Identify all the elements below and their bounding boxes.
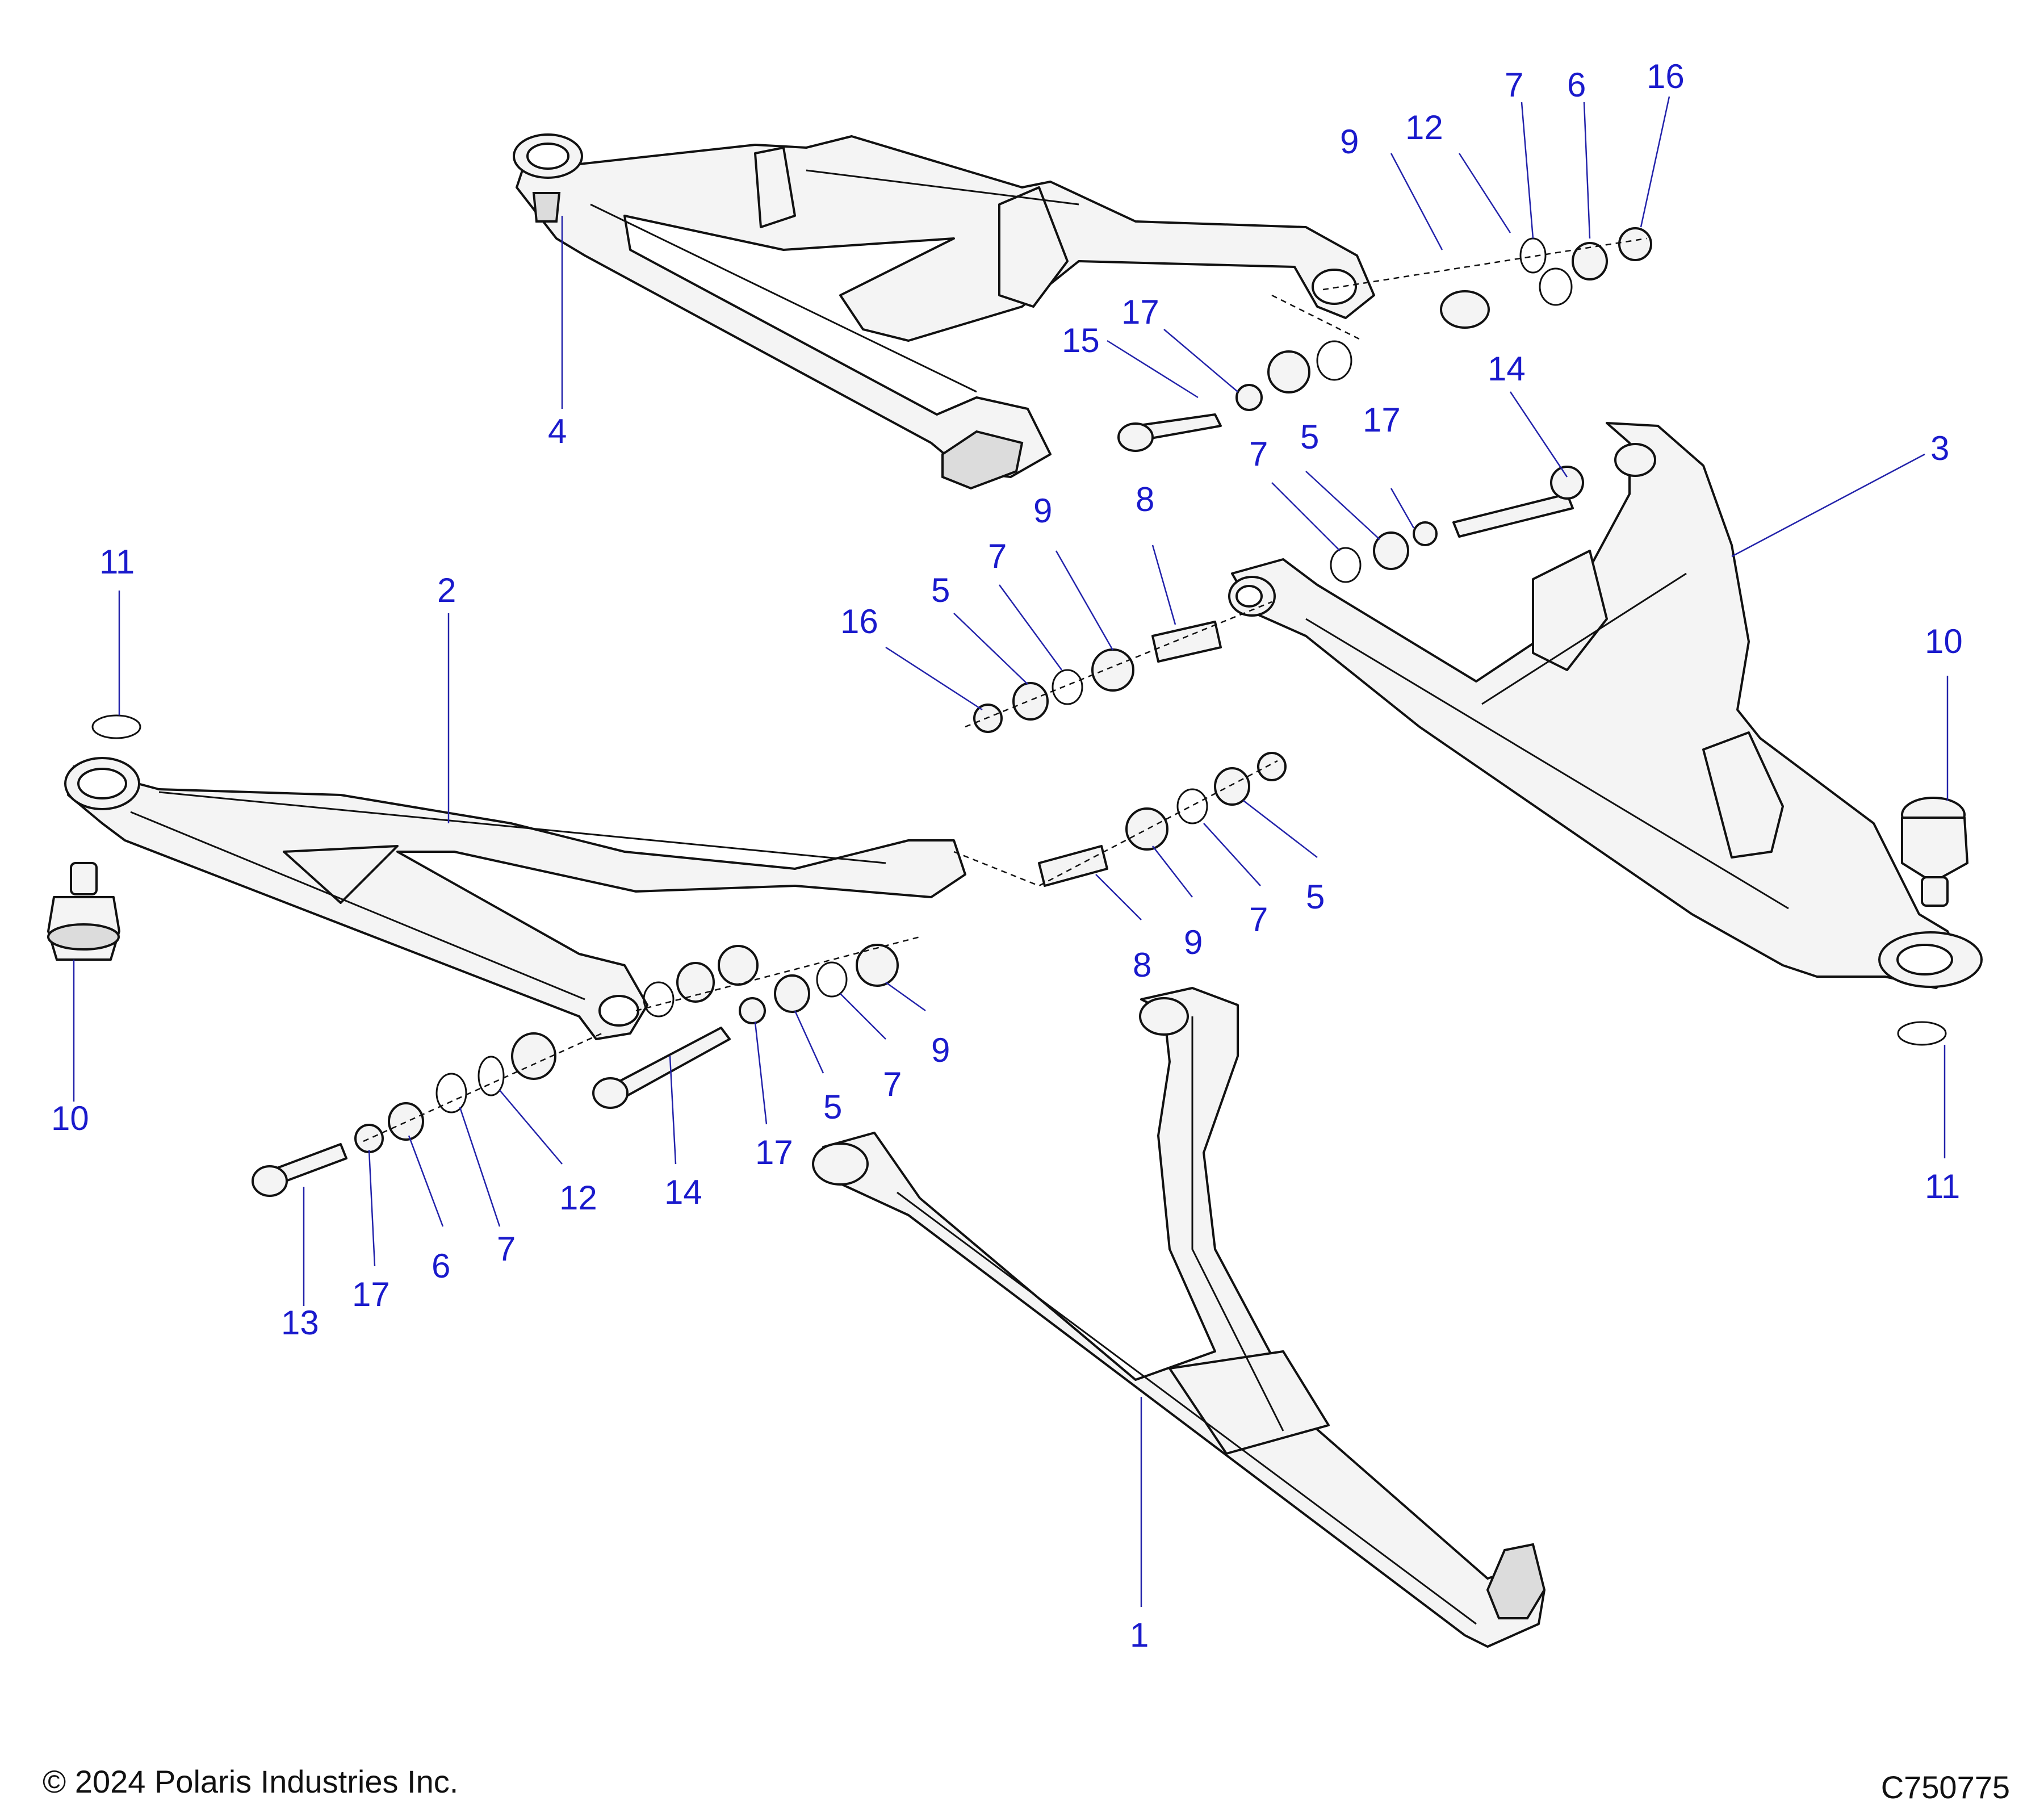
callout-14-b: 14 — [664, 1173, 702, 1211]
callout-12-a: 12 — [1405, 108, 1443, 146]
callout-8-a: 8 — [1136, 480, 1154, 518]
callout-15: 15 — [1062, 321, 1100, 359]
leader-lines — [73, 96, 1949, 1607]
callout-7-d: 7 — [1249, 901, 1268, 939]
callout-5-d: 5 — [823, 1088, 842, 1126]
callout-12-b: 12 — [559, 1179, 597, 1217]
callout-5-c: 5 — [1306, 878, 1325, 916]
figure-id: C750775 — [1880, 1769, 2010, 1805]
lower-control-arm-1 — [812, 987, 1546, 1648]
callout-5-b: 5 — [931, 571, 950, 609]
upper-control-arm-3 — [1228, 422, 1983, 989]
callout-11-b: 11 — [1925, 1167, 1960, 1205]
callout-17-a: 17 — [1121, 293, 1159, 331]
callout-6-b: 6 — [432, 1247, 450, 1285]
callout-13: 13 — [281, 1304, 319, 1342]
callout-7-c: 7 — [988, 537, 1007, 575]
callout-4: 4 — [548, 412, 567, 450]
ball-joint-10-right — [1901, 797, 1968, 907]
hardware — [252, 227, 1652, 1197]
snap-ring-11-left — [91, 714, 141, 739]
callout-10-b: 10 — [51, 1099, 89, 1137]
copyright-notice: © 2024 Polaris Industries Inc. — [43, 1764, 459, 1799]
callout-1: 1 — [1130, 1616, 1149, 1654]
callout-labels: 1 2 3 4 5 5 5 5 6 6 7 7 7 7 7 7 8 8 9 9 … — [51, 57, 1963, 1654]
callout-9-c: 9 — [1184, 923, 1203, 961]
snap-ring-11-right — [1897, 1021, 1947, 1046]
callout-3: 3 — [1930, 429, 1949, 467]
ball-joint-10-left — [47, 862, 120, 961]
callout-10-a: 10 — [1925, 622, 1963, 660]
callout-16-a: 16 — [1647, 57, 1685, 95]
lower-control-arm-2 — [64, 757, 966, 1040]
callout-7-a: 7 — [1505, 66, 1523, 104]
upper-control-arm-4 — [513, 133, 1375, 490]
callout-7-f: 7 — [497, 1230, 516, 1268]
callout-9-b: 9 — [1033, 492, 1052, 530]
callout-7-b: 7 — [1249, 435, 1268, 473]
callout-17-c: 17 — [755, 1133, 793, 1171]
callout-5-a: 5 — [1300, 418, 1319, 456]
callout-11-a: 11 — [99, 543, 135, 581]
callout-14-a: 14 — [1488, 350, 1526, 388]
callout-8-b: 8 — [1133, 946, 1151, 984]
callout-9-a: 9 — [1340, 123, 1359, 161]
callout-17-d: 17 — [352, 1275, 390, 1313]
callout-16-b: 16 — [840, 602, 878, 640]
callout-6-a: 6 — [1567, 66, 1586, 104]
callout-17-b: 17 — [1363, 401, 1401, 439]
callout-2: 2 — [437, 571, 456, 609]
callout-7-e: 7 — [883, 1065, 902, 1103]
callout-9-d: 9 — [931, 1031, 950, 1069]
